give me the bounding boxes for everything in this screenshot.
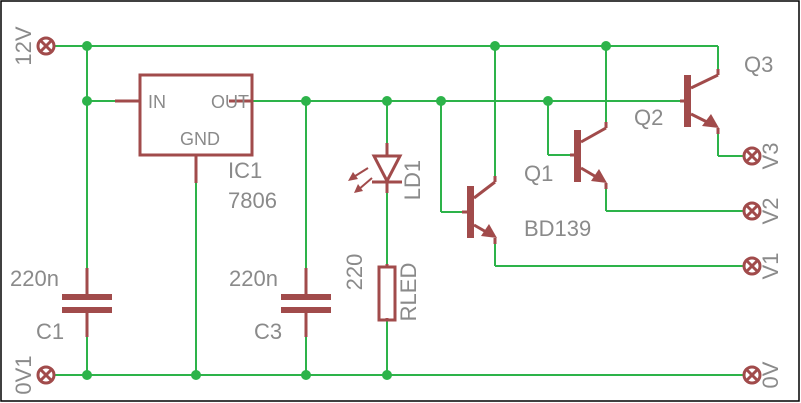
ic1-pin-in: IN [148, 92, 166, 112]
transistor-type-label: BD139 [524, 216, 591, 241]
terminal-v1: V1 [742, 253, 783, 280]
ld1-name: LD1 [400, 160, 425, 200]
terminal-0v1: 0V1 [11, 355, 56, 395]
ic1-value: 7806 [228, 188, 277, 213]
q3-name: Q3 [744, 52, 773, 77]
capacitor-c3: 220n C3 [229, 266, 331, 344]
rled-name: RLED [396, 263, 421, 322]
transistor-q3 [680, 69, 720, 134]
junctions [82, 41, 611, 380]
c3-name: C3 [254, 319, 282, 344]
terminal-v2-label: V2 [758, 198, 783, 225]
ic1-name: IC1 [228, 158, 262, 183]
ic1-pin-gnd: GND [180, 129, 220, 149]
q2-name: Q2 [634, 105, 663, 130]
q1-name: Q1 [524, 161, 553, 186]
c3-value: 220n [229, 266, 278, 291]
transistor-q1 [462, 176, 497, 244]
regulator-ic1: IN OUT GND IC1 7806 [115, 73, 277, 213]
terminal-v3-label: V3 [758, 143, 783, 170]
rled-value: 220 [342, 254, 367, 291]
c1-value: 220n [10, 266, 59, 291]
transistor-q2 [570, 122, 608, 189]
terminal-v1-label: V1 [758, 253, 783, 280]
terminal-v2: V2 [742, 198, 783, 225]
terminal-0v1-label: 0V1 [11, 355, 36, 394]
terminal-v3: V3 [742, 143, 783, 170]
terminal-12v: 12V [11, 26, 56, 66]
led-ld1: LD1 [348, 143, 425, 200]
ic1-pin-out: OUT [211, 92, 249, 112]
c1-name: C1 [36, 319, 64, 344]
terminal-0v: 0V [742, 361, 783, 388]
resistor-rled: 220 RLED [342, 254, 421, 322]
terminal-0v-label: 0V [758, 361, 783, 388]
capacitor-c1: 220n C1 [10, 266, 112, 344]
terminal-12v-label: 12V [11, 26, 36, 65]
